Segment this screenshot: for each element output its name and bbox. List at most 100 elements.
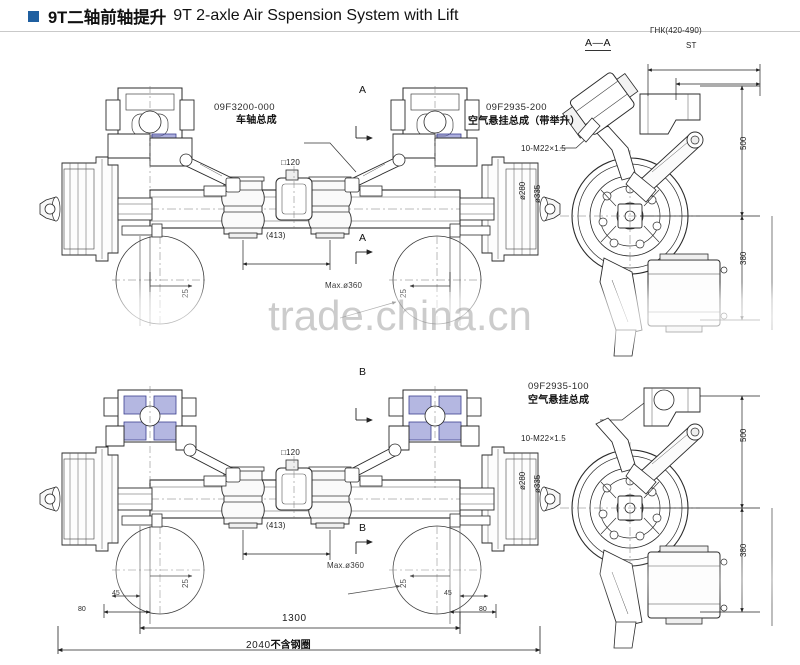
suspension-assembly-code-top: 09F2935-200 xyxy=(486,102,547,113)
leader-max360-bottom xyxy=(347,584,401,595)
bb-main-airspring xyxy=(647,545,728,625)
max-dia-bottom: Max.ø360 xyxy=(327,561,365,570)
slack-adjuster-left-top xyxy=(121,223,163,238)
bullet-square-icon xyxy=(28,10,39,22)
section-aa-view xyxy=(560,64,773,357)
page-title-cn: 9T二轴前轴提升 xyxy=(48,9,167,27)
slack-adjuster-right-bottom xyxy=(449,513,491,528)
span-413-bottom: (413) xyxy=(266,521,286,530)
right-lift-bracket-top xyxy=(390,86,480,198)
dim-1300 xyxy=(139,612,461,634)
section-label-a-lower: A xyxy=(359,232,367,244)
section-marker-b-lower xyxy=(355,539,373,554)
leader-lines-bottom xyxy=(600,399,649,421)
slack-adjuster-right-top xyxy=(449,223,491,238)
height-500-bb: 500 xyxy=(739,428,748,442)
axle-assembly-code-top: 09F3200-000 xyxy=(214,102,275,113)
left-wheel-circle-top xyxy=(112,235,208,326)
suspension-assembly-name-top: 空气悬挂总成（带举升） xyxy=(468,116,581,127)
right-brake-drum-top xyxy=(481,156,561,262)
section-label-b-upper: B xyxy=(359,366,367,378)
right-wheel-circle-bottom xyxy=(389,525,485,624)
beam-size-bottom: □120 xyxy=(281,448,300,457)
overall-width-2040: 2040 xyxy=(246,640,271,651)
linkage-hardware-bottom xyxy=(203,467,383,487)
left-hanger-bracket-bottom xyxy=(103,386,197,488)
st-label-aa: ST xyxy=(686,41,697,50)
height-380-bb: 380 xyxy=(739,543,748,557)
left-wheel-circle-bottom xyxy=(112,525,208,624)
right-brake-drum-bottom xyxy=(481,446,561,552)
stud-spec-top: 10-M22×1.5 xyxy=(521,144,566,153)
left-hub-link-bottom xyxy=(117,487,153,511)
offset-80-left: 80 xyxy=(78,606,86,613)
page-header: 9T二轴前轴提升 9T 2-axle Air Sspension System … xyxy=(0,0,800,32)
drum-dia-335-bottom: ø335 xyxy=(533,474,542,493)
track-note-aa: ГНК(420-490) xyxy=(650,26,702,35)
angle-45-right: 45 xyxy=(444,590,452,597)
offset-25-right-bottom: 25 xyxy=(399,579,408,588)
bb-suspension-arm xyxy=(595,387,704,495)
dim-413-top xyxy=(242,240,331,270)
right-hub-link-top xyxy=(459,197,495,221)
left-brake-drum-bottom xyxy=(39,446,119,552)
aa-dim-top xyxy=(647,64,761,100)
height-380-aa: 380 xyxy=(739,251,748,265)
right-wheel-circle-top xyxy=(389,235,485,326)
overall-width-group: 2040不含钢圈 xyxy=(246,636,311,652)
slack-adjuster-left-bottom xyxy=(121,513,163,528)
aa-axle-arm xyxy=(599,257,643,357)
aa-suspension-arm xyxy=(595,93,704,203)
page-title-en: 9T 2-axle Air Sspension System with Lift xyxy=(173,7,459,24)
offset-25-left-bottom: 25 xyxy=(181,579,190,588)
right-hub-link-bottom xyxy=(459,487,495,511)
drum-dia-280-top: ø280 xyxy=(518,181,527,200)
beam-size-top: □120 xyxy=(281,158,300,167)
dim-25-right-top xyxy=(409,272,451,292)
leader-max360-top xyxy=(339,301,397,319)
center-beam-section-top xyxy=(275,166,313,228)
drum-dia-280-bottom: ø280 xyxy=(518,471,527,490)
dim-413-bottom xyxy=(242,530,331,560)
right-hanger-bracket-bottom xyxy=(388,386,482,488)
max-dia-top: Max.ø360 xyxy=(325,281,363,290)
bottom-assembly-view xyxy=(39,386,649,624)
aa-dim-500 xyxy=(640,85,760,217)
section-marker-a-upper xyxy=(355,126,373,141)
top-assembly-view xyxy=(39,86,601,326)
stud-spec-bottom: 10-M22×1.5 xyxy=(521,434,566,443)
axle-assembly-name-top: 车轴总成 xyxy=(236,115,277,126)
bb-dim-380 xyxy=(700,507,773,626)
bb-dim-500 xyxy=(640,395,760,509)
height-500-aa: 500 xyxy=(739,136,748,150)
bb-axle-arm xyxy=(599,549,643,649)
aa-lift-airspring xyxy=(562,72,639,143)
section-aa-label: A—A xyxy=(585,37,612,51)
left-brake-drum-top xyxy=(39,156,119,262)
dim-45-80-right xyxy=(449,594,497,618)
suspension-assembly-code-bottom: 09F2935-100 xyxy=(528,381,589,392)
dim-45-80-left xyxy=(103,594,151,618)
offset-80-right: 80 xyxy=(479,606,487,613)
span-413-top: (413) xyxy=(266,231,286,240)
linkage-hardware-top xyxy=(203,177,383,197)
left-hub-link-top xyxy=(117,197,153,221)
drum-dia-335-top: ø335 xyxy=(533,184,542,203)
left-lift-bracket-top xyxy=(105,86,195,198)
section-marker-a-lower xyxy=(355,249,373,264)
overall-dimensions xyxy=(57,612,541,654)
section-bb-view xyxy=(560,387,773,649)
angle-45-left: 45 xyxy=(112,590,120,597)
offset-25-left-top: 25 xyxy=(181,289,190,298)
suspension-assembly-name-bottom: 空气悬挂总成 xyxy=(528,395,590,406)
overall-width-note: 不含钢圈 xyxy=(270,640,311,651)
center-beam-section-bottom xyxy=(275,456,313,518)
wheel-track-1300: 1300 xyxy=(282,613,307,624)
technical-drawing xyxy=(0,30,800,665)
dim-2040 xyxy=(57,626,541,654)
header-divider xyxy=(0,31,800,32)
offset-25-right-top: 25 xyxy=(399,289,408,298)
section-label-b-lower: B xyxy=(359,522,367,534)
section-label-a-upper: A xyxy=(359,84,367,96)
